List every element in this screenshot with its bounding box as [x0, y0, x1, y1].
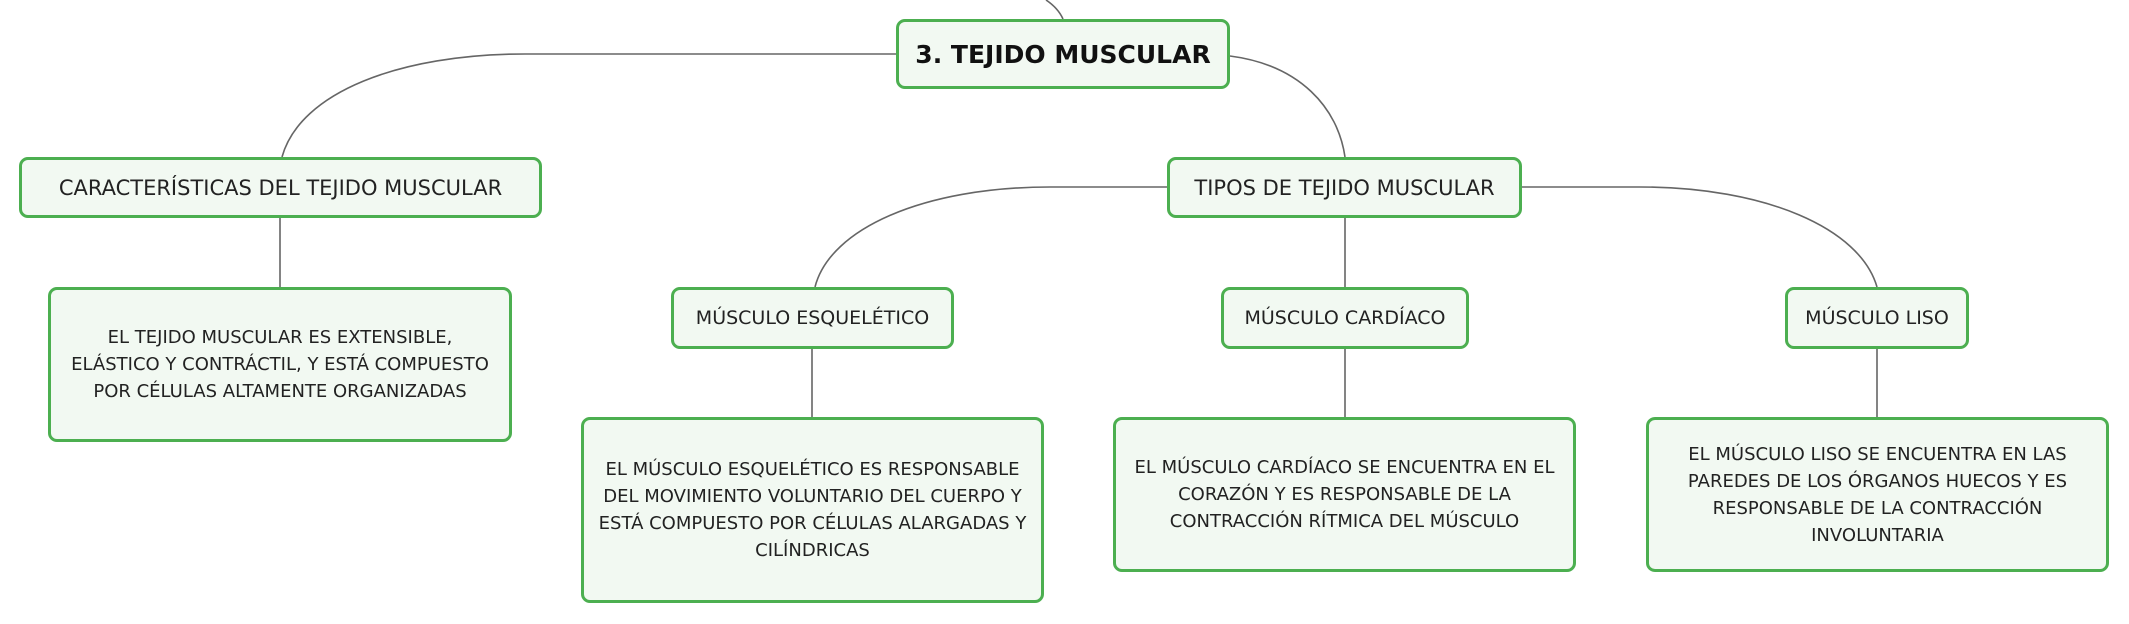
cardiaco-description[interactable]: EL MÚSCULO CARDÍACO SE ENCUENTRA EN EL C… [1113, 417, 1576, 572]
connector-incoming-root [1045, 0, 1064, 20]
subtopic-cardiaco-label: MÚSCULO CARDÍACO [1244, 307, 1446, 329]
root-topic[interactable]: 3. TEJIDO MUSCULAR [896, 19, 1230, 89]
topic-caracteristicas-label: CARACTERÍSTICAS DEL TEJIDO MUSCULAR [58, 175, 503, 200]
cardiaco-description-text: EL MÚSCULO CARDÍACO SE ENCUENTRA EN EL C… [1134, 457, 1555, 532]
connector-tipos-esqueletico [814, 186, 1167, 288]
caracteristicas-description-text: EL TEJIDO MUSCULAR ES EXTENSIBLE, ELÁSTI… [71, 327, 489, 402]
topic-tipos[interactable]: TIPOS DE TEJIDO MUSCULAR [1167, 157, 1522, 218]
liso-description[interactable]: EL MÚSCULO LISO SE ENCUENTRA EN LAS PARE… [1646, 417, 2109, 572]
topic-caracteristicas[interactable]: CARACTERÍSTICAS DEL TEJIDO MUSCULAR [19, 157, 542, 218]
subtopic-liso-label: MÚSCULO LISO [1805, 307, 1949, 329]
topic-tipos-label: TIPOS DE TEJIDO MUSCULAR [1194, 175, 1495, 200]
subtopic-esqueletico-label: MÚSCULO ESQUELÉTICO [695, 307, 930, 329]
subtopic-liso[interactable]: MÚSCULO LISO [1785, 287, 1969, 349]
caracteristicas-description[interactable]: EL TEJIDO MUSCULAR ES EXTENSIBLE, ELÁSTI… [48, 287, 512, 442]
connector-tipos-liso [1522, 186, 1878, 288]
esqueletico-description-text: EL MÚSCULO ESQUELÉTICO ES RESPONSABLE DE… [598, 459, 1027, 561]
connector-root-tipos [1229, 55, 1346, 158]
root-topic-label: 3. TEJIDO MUSCULAR [915, 39, 1211, 69]
esqueletico-description[interactable]: EL MÚSCULO ESQUELÉTICO ES RESPONSABLE DE… [581, 417, 1044, 603]
subtopic-esqueletico[interactable]: MÚSCULO ESQUELÉTICO [671, 287, 954, 349]
subtopic-cardiaco[interactable]: MÚSCULO CARDÍACO [1221, 287, 1469, 349]
liso-description-text: EL MÚSCULO LISO SE ENCUENTRA EN LAS PARE… [1687, 443, 2068, 546]
connector-root-caracteristicas [281, 53, 896, 158]
